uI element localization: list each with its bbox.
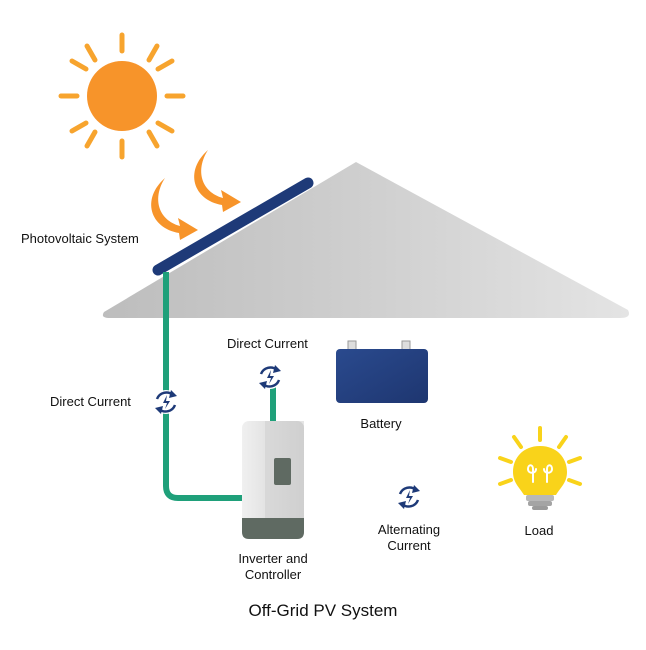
battery-label: Battery xyxy=(360,416,402,431)
direct-current-label-top: Direct Current xyxy=(227,336,308,351)
photovoltaic-system-label: Photovoltaic System xyxy=(21,231,139,246)
light-bulb-icon xyxy=(498,426,582,510)
dc-wire-panel-to-inverter xyxy=(163,272,243,501)
current-cycle-icon xyxy=(258,365,282,389)
alternating-current-label-line1: Alternating xyxy=(377,522,441,537)
current-cycle-icon xyxy=(397,485,421,509)
battery-icon xyxy=(336,340,428,403)
solar-panel-icon xyxy=(152,177,314,276)
inverter-label-line1: Inverter and xyxy=(238,551,308,566)
load-label: Load xyxy=(524,523,554,538)
diagram-caption: Off-Grid PV System xyxy=(248,601,398,620)
current-cycle-icon xyxy=(154,390,178,414)
sun-icon xyxy=(58,32,186,160)
inverter-icon xyxy=(242,421,304,539)
alternating-current-label-line2: Current xyxy=(387,538,431,553)
sunlight-arrow-icon xyxy=(151,150,241,240)
inverter-label-line2: Controller xyxy=(244,567,302,582)
dc-wire-inverter-to-battery xyxy=(270,374,340,424)
direct-current-label-left: Direct Current xyxy=(50,394,131,409)
house-roof xyxy=(102,162,630,318)
